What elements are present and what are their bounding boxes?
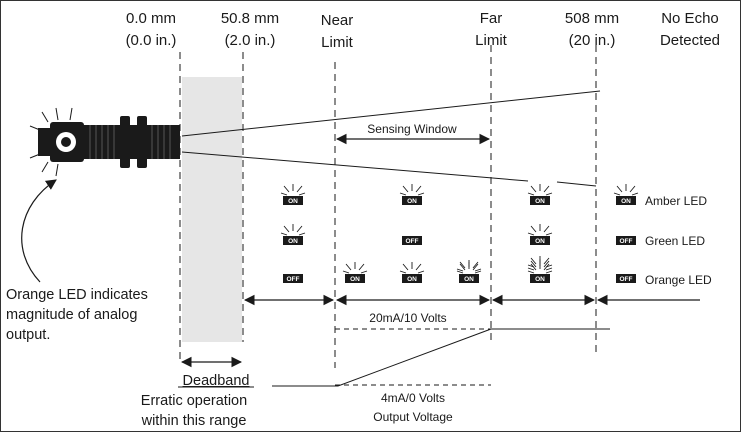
label-far-limit: Limit (475, 32, 508, 49)
orange-note-line1: Orange LED indicates (6, 287, 148, 303)
orange-note-line3: output. (6, 327, 50, 343)
svg-text:ON: ON (288, 238, 298, 245)
led-badge: ON (613, 183, 639, 205)
led-badge: ON (280, 223, 306, 245)
led-badge: OFF (283, 274, 303, 283)
beam-upper (181, 90, 601, 137)
label-zero-mm: 0.0 mm (126, 10, 176, 27)
svg-text:ON: ON (535, 198, 545, 205)
led-badge: OFF (616, 274, 636, 283)
svg-text:ON: ON (535, 276, 545, 283)
svg-text:OFF: OFF (620, 238, 633, 245)
output-levels (272, 328, 610, 387)
led-badge: ON (399, 261, 425, 283)
svg-text:ON: ON (407, 276, 417, 283)
orange-led-row: OFF ON ON ON ON OFF Orange LED (283, 255, 712, 287)
distance-markers (179, 45, 597, 368)
label-detected: Detected (660, 32, 720, 49)
led-badge: ON (342, 261, 368, 283)
svg-text:ON: ON (535, 238, 545, 245)
sensor-icon (29, 107, 180, 177)
beam-lower (181, 151, 529, 182)
svg-text:OFF: OFF (406, 238, 419, 245)
amber-led-row: ON ON ON ON Amber LED (280, 183, 707, 208)
svg-text:ON: ON (350, 276, 360, 283)
output-low-label: 4mA/0 Volts (381, 391, 445, 405)
sensing-window-label: Sensing Window (367, 122, 457, 136)
svg-text:ON: ON (621, 198, 631, 205)
output-high-label: 20mA/10 Volts (369, 311, 446, 325)
orange-note-arrow (21, 179, 57, 283)
label-near: Near (321, 12, 354, 29)
led-badge: ON (280, 183, 306, 205)
orange-note-line2: magnitude of analog (6, 307, 137, 323)
deadband-title: Deadband (183, 373, 250, 389)
header-labels: 0.0 mm (0.0 in.) 50.8 mm (2.0 in.) Near … (126, 10, 720, 51)
led-badge: ON (456, 259, 482, 283)
orange-led-label: Orange LED (645, 273, 712, 287)
led-badge: OFF (402, 236, 422, 245)
svg-text:ON: ON (464, 276, 474, 283)
label-far: Far (480, 10, 503, 27)
green-led-row: ON OFF ON OFF Green LED (280, 223, 705, 248)
amber-led-label: Amber LED (645, 194, 707, 208)
svg-text:ON: ON (407, 198, 417, 205)
led-badge: ON (527, 223, 553, 245)
led-badge: ON (527, 183, 553, 205)
label-deadband-mm: 50.8 mm (221, 10, 279, 27)
green-led-label: Green LED (645, 234, 705, 248)
label-near-limit: Limit (321, 34, 354, 51)
label-zero-in: (0.0 in.) (126, 32, 177, 49)
label-max-in: (20 in.) (569, 32, 616, 49)
led-badge: ON (527, 255, 553, 283)
label-max-mm: 508 mm (565, 10, 619, 27)
deadband-line1: Erratic operation (141, 393, 247, 409)
svg-text:OFF: OFF (620, 276, 633, 283)
led-badge: ON (399, 183, 425, 205)
deadband-line2: within this range (141, 413, 247, 429)
label-deadband-in: (2.0 in.) (225, 32, 276, 49)
deadband-region (182, 77, 242, 342)
svg-text:ON: ON (288, 198, 298, 205)
label-no-echo: No Echo (661, 10, 719, 27)
led-badge: OFF (616, 236, 636, 245)
svg-text:OFF: OFF (287, 276, 300, 283)
beam-lower-tail (556, 181, 597, 187)
output-voltage-caption: Output Voltage (373, 410, 453, 424)
